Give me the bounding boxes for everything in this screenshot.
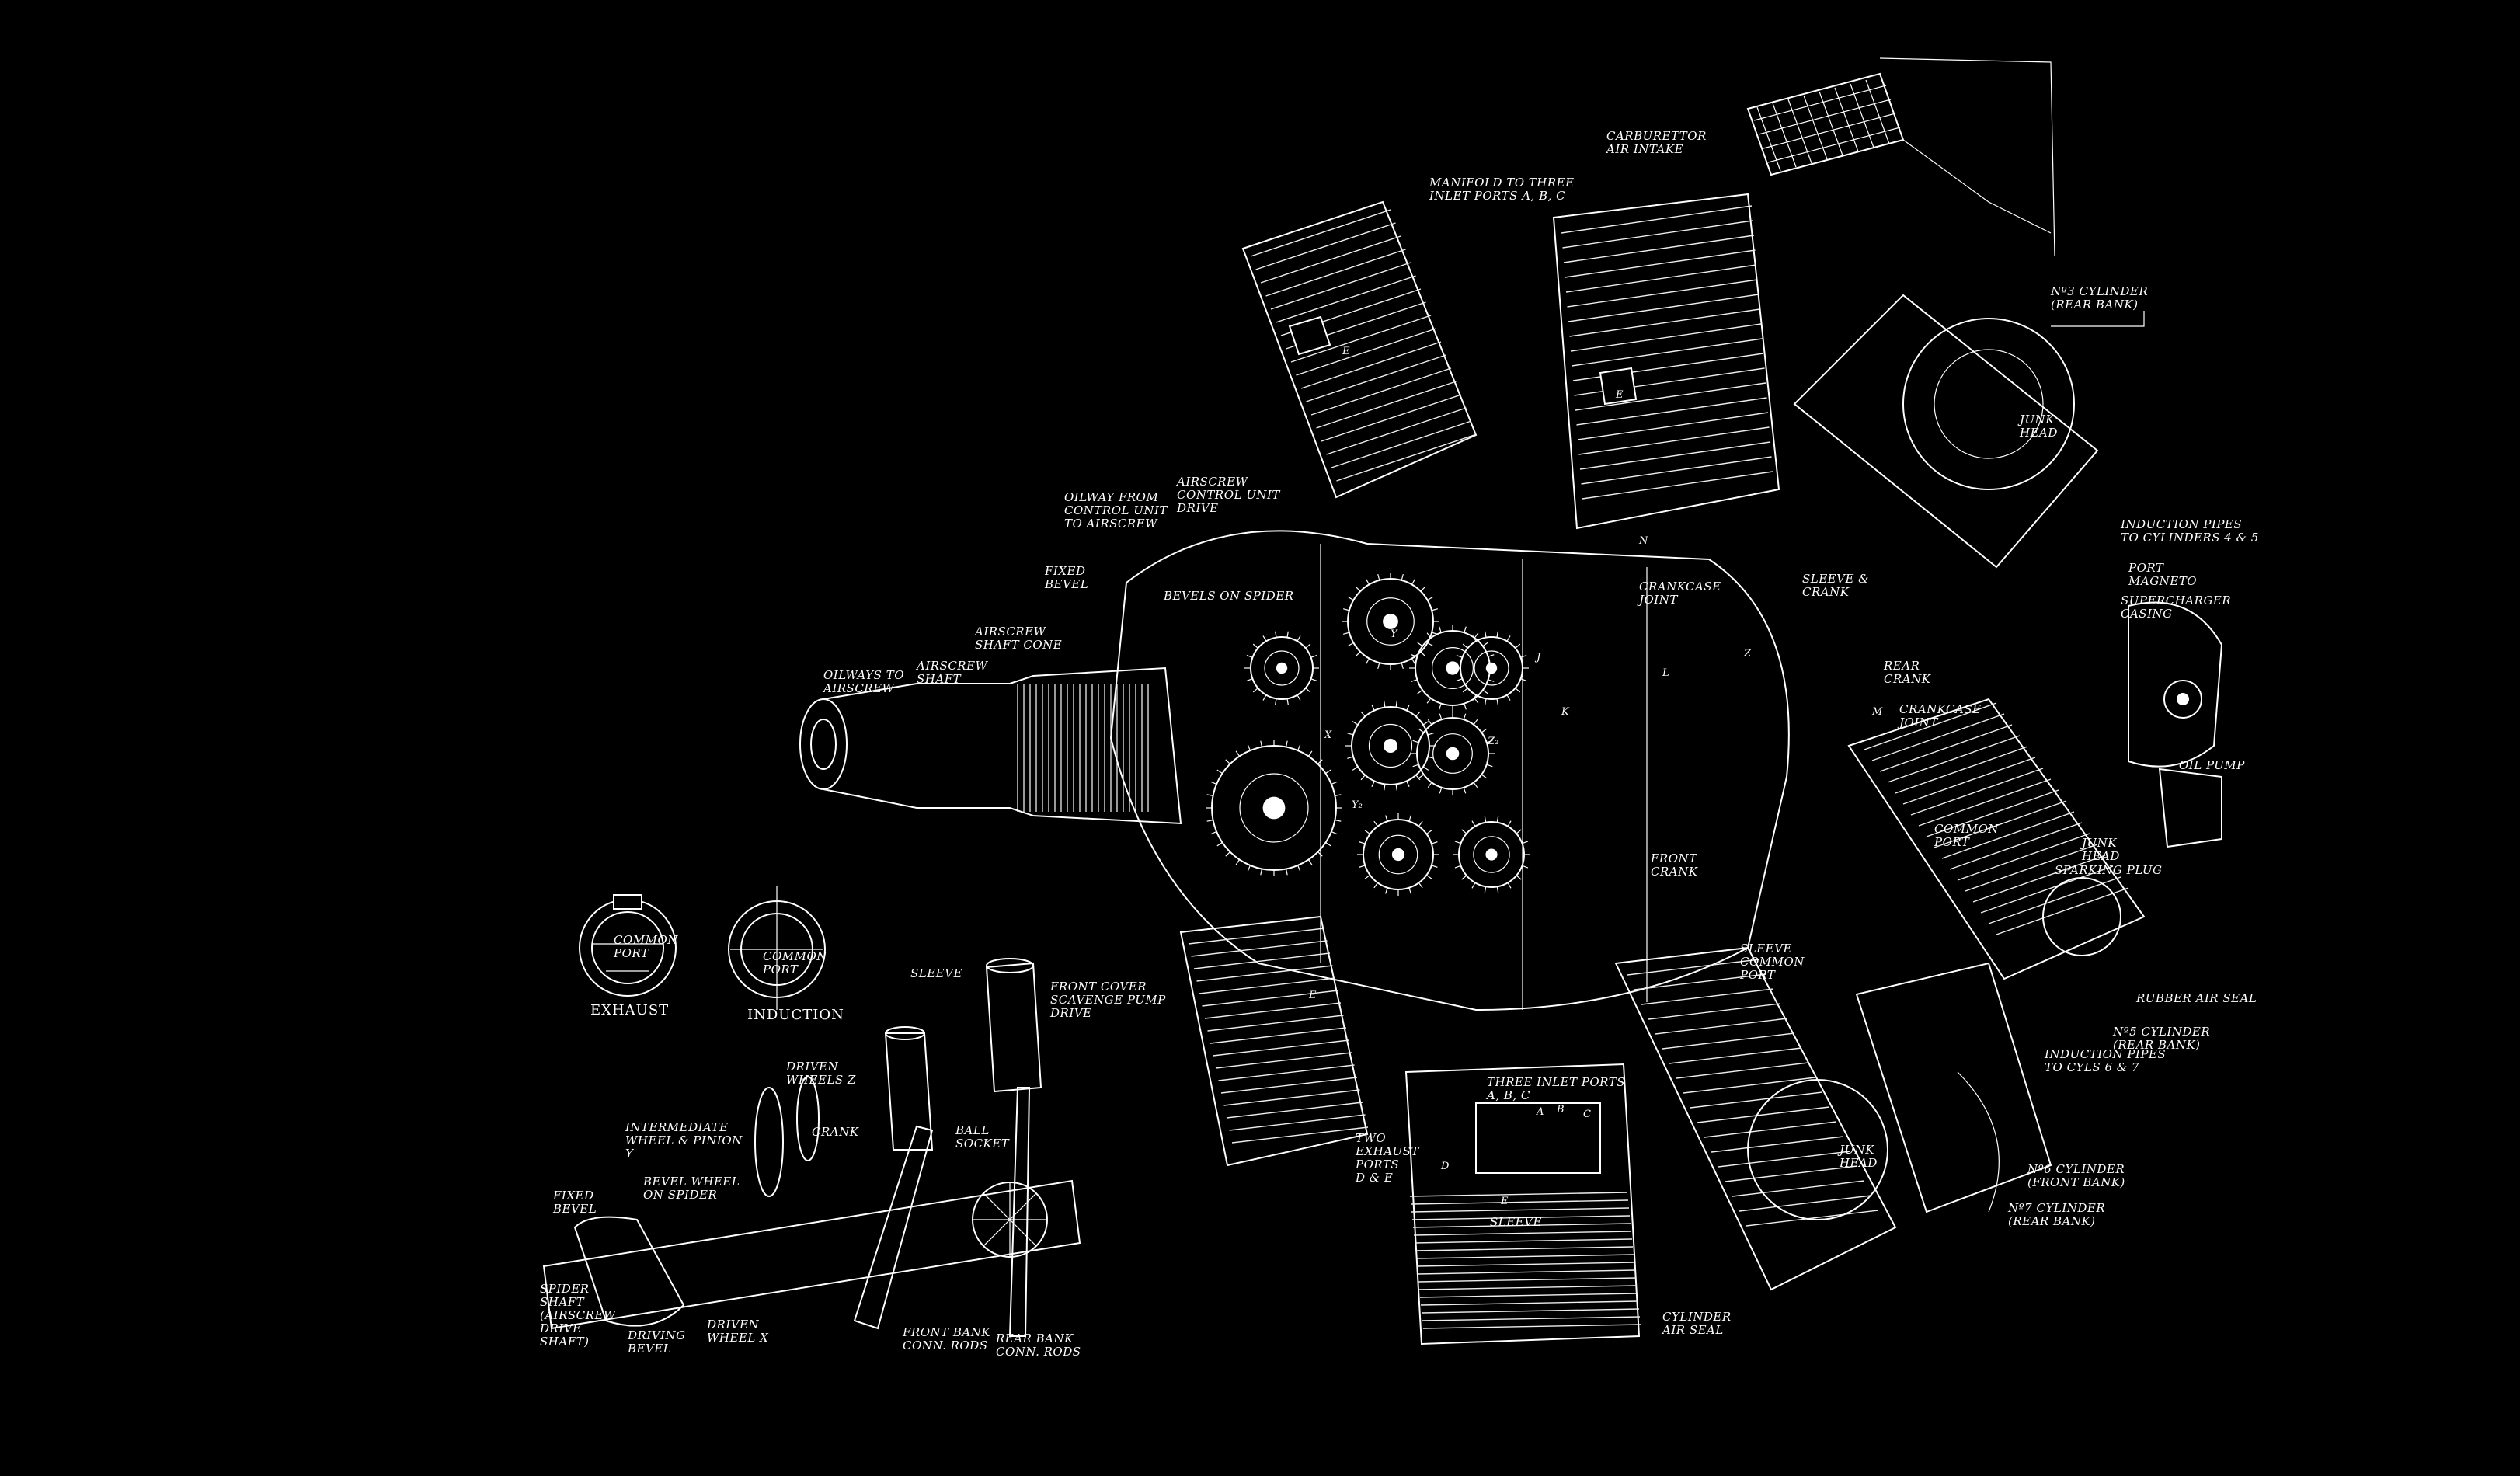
part-letter-n-17: N bbox=[1638, 535, 1648, 547]
top-left-cylinder bbox=[1241, 200, 1478, 499]
exhaust-label: EXHAUST bbox=[590, 1002, 669, 1018]
no5-cylinder-label: Nº5 CYLINDER(REAR BANK) bbox=[2112, 1025, 2210, 1052]
part-letter-m-11: M bbox=[1871, 706, 1883, 718]
part-letter-c-7: C bbox=[1583, 1109, 1591, 1120]
part-letter-e-3: E bbox=[1500, 1196, 1509, 1207]
part-letter-x-12: X bbox=[1324, 729, 1332, 741]
no7-cylinder-label: Nº7 CYLINDER(REAR BANK) bbox=[2007, 1201, 2105, 1228]
sparking-plug-label: SPARKING PLUG bbox=[2055, 863, 2162, 877]
carburettor-air-intake bbox=[1746, 57, 2055, 257]
no3-cylinder-label: Nº3 CYLINDER(REAR BANK) bbox=[2050, 284, 2148, 312]
sleeve-inset-label: SLEEVE bbox=[910, 966, 962, 980]
no6-cylinder-label: Nº6 CYLINDER(FRONT BANK) bbox=[2027, 1162, 2125, 1189]
right-cylinder-no5 bbox=[1847, 698, 2146, 980]
bottom-left-cylinder bbox=[1179, 915, 1369, 1167]
part-letter-z2-16: Z₂ bbox=[1487, 736, 1498, 747]
bottom-center-cylinder bbox=[1404, 1063, 1641, 1345]
rubber-air-seal-label: RUBBER AIR SEAL bbox=[2135, 991, 2257, 1005]
part-letter-b-6: B bbox=[1556, 1104, 1565, 1116]
reduction-gears bbox=[1206, 573, 1530, 896]
top-right-cylinder-no3 bbox=[1793, 294, 2145, 569]
part-letter-e-1: E bbox=[1615, 389, 1624, 401]
bevels-on-spider-label: BEVELS ON SPIDER bbox=[1163, 589, 1294, 603]
part-letter-j-8: J bbox=[1534, 652, 1541, 663]
induction-port-diagram bbox=[728, 886, 826, 1010]
oil-pump bbox=[2158, 768, 2222, 848]
part-letter-a-5: A bbox=[1536, 1106, 1544, 1118]
part-letter-e-0: E bbox=[1342, 346, 1350, 357]
sleeve-crank-label: SLEEVE &CRANK bbox=[1802, 572, 1869, 599]
part-letter-l-10: L bbox=[1662, 667, 1669, 679]
airscrew-shaft bbox=[799, 667, 1182, 825]
part-letter-y2-14: Y₂ bbox=[1352, 799, 1363, 811]
supercharger-casing bbox=[2128, 601, 2223, 768]
bottom-right-cylinder-no6 bbox=[1614, 946, 1897, 1291]
induction-label: INDUCTION bbox=[747, 1007, 844, 1023]
cylinder-no7 bbox=[1855, 962, 2052, 1213]
sleeve-drive-mechanism bbox=[542, 958, 1081, 1337]
top-center-cylinder bbox=[1552, 193, 1780, 530]
part-letter-k-9: K bbox=[1561, 706, 1570, 718]
oil-pump-label: OIL PUMP bbox=[2179, 758, 2245, 772]
part-letter-z-15: Z bbox=[1743, 648, 1752, 660]
crank-inset-label: CRANK bbox=[812, 1125, 859, 1139]
part-letter-e-2: E bbox=[1308, 990, 1317, 1001]
sleeve-bottom-label: SLEEVE bbox=[1490, 1215, 1542, 1229]
part-letter-d-4: D bbox=[1440, 1161, 1450, 1172]
part-letter-y-13: Y bbox=[1391, 628, 1398, 640]
exhaust-port-diagram bbox=[579, 894, 677, 997]
